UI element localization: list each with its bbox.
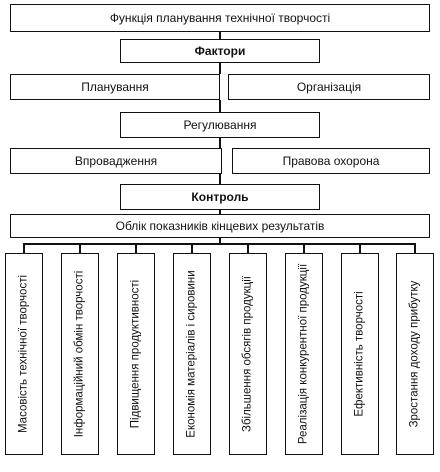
drop-col-7 — [359, 243, 361, 253]
organization-text: Організація — [296, 80, 362, 94]
regulation-text: Регулювання — [183, 118, 257, 132]
factors-text: Фактори — [194, 44, 246, 58]
connector-factors-split — [219, 63, 221, 74]
accounting-box: Облік показників кінцевих результатів — [10, 214, 430, 238]
planning-text: Планування — [81, 80, 149, 94]
result-column: Інформаційний обмін творчості — [61, 253, 99, 455]
connector-split-regulation — [219, 100, 221, 112]
legal-protection-text: Правова охорона — [282, 154, 380, 168]
connector-regulation-split — [219, 138, 221, 148]
drop-col-1 — [23, 243, 25, 253]
connector-control-accounting — [219, 210, 221, 214]
distribution-bus — [23, 243, 414, 245]
result-column-label: Ефективність творчості — [353, 291, 366, 417]
connector-title-factors — [219, 32, 221, 39]
planning-box: Планування — [10, 74, 220, 100]
implementation-text: Впровадження — [74, 154, 158, 168]
connector-split-control — [219, 174, 221, 184]
title-box: Функція планування технічної творчості — [10, 4, 430, 32]
regulation-box: Регулювання — [120, 112, 320, 138]
drop-col-4 — [191, 243, 193, 253]
result-column-label: Збільшення обсягів продукції — [241, 275, 254, 433]
result-column: Ефективність творчості — [341, 253, 379, 455]
accounting-text: Облік показників кінцевих результатів — [115, 219, 325, 233]
result-column-label: Економія матеріалів і сировини — [185, 270, 198, 438]
result-column-label: Масовість технічної творчості — [17, 274, 30, 434]
drop-col-5 — [247, 243, 249, 253]
drop-col-3 — [135, 243, 137, 253]
factors-box: Фактори — [120, 39, 320, 63]
drop-col-6 — [303, 243, 305, 253]
result-column-label: Інформаційний обмін творчості — [73, 270, 86, 438]
result-column-label: Реалізація конкурентної продукції — [297, 263, 310, 445]
result-column: Масовість технічної творчості — [5, 253, 43, 455]
result-column: Економія матеріалів і сировини — [173, 253, 211, 455]
result-column-label: Підвищення продуктивності — [129, 279, 142, 429]
title-text: Функція планування технічної творчості — [109, 11, 331, 25]
implementation-box: Впровадження — [10, 148, 222, 174]
result-column: Збільшення обсягів продукції — [229, 253, 267, 455]
result-column: Підвищення продуктивності — [117, 253, 155, 455]
result-column-label: Зростання доходу прибутку — [408, 280, 421, 428]
connector-accounting-bus — [219, 238, 221, 243]
legal-protection-box: Правова охорона — [232, 148, 430, 174]
drop-col-2 — [79, 243, 81, 253]
result-column: Зростання доходу прибутку — [396, 253, 434, 455]
drop-col-8 — [414, 243, 416, 253]
control-text: Контроль — [191, 190, 249, 204]
control-box: Контроль — [120, 184, 320, 210]
organization-box: Організація — [228, 74, 430, 100]
result-column: Реалізація конкурентної продукції — [285, 253, 323, 455]
